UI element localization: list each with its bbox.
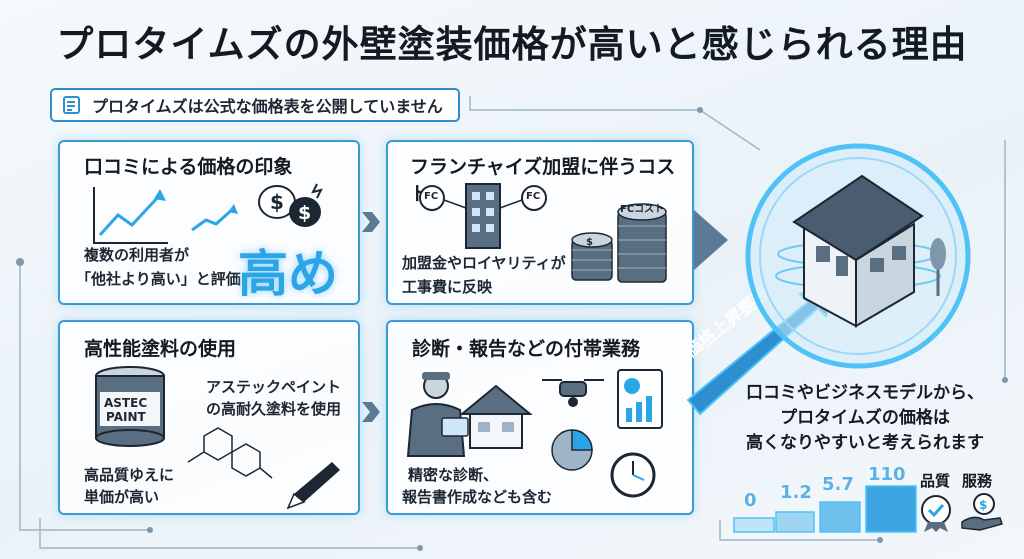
panel-franchise: フランチャイズ加盟に伴うコスト FC FC $ FCコスト 加盟金やロイヤリティ…	[386, 140, 694, 305]
house-icon	[459, 384, 533, 449]
money-speech-icon: $ $	[258, 183, 323, 227]
bar-label-3: 5.7	[822, 474, 854, 495]
panel-paint-text4: 単価が高い	[84, 488, 160, 506]
arrow-right-icon-2	[362, 402, 380, 422]
notice-banner: プロタイムズは公式な価格表を公開していません	[50, 88, 460, 122]
bar-label-1: 0	[744, 490, 757, 511]
inspector-icon	[406, 372, 469, 457]
summary-text: 口コミやビジネスモデルから、 プロタイムズの価格は 高くなりやすいと考えられます	[725, 381, 1005, 456]
pie-chart-icon	[551, 429, 593, 471]
panel-diagnosis-title: 診断・報告などの付帯業務	[412, 338, 641, 360]
bar-block-3	[819, 501, 861, 533]
paint-can-icon	[95, 366, 165, 447]
molecule-icon	[187, 427, 273, 479]
svg-text:$: $	[979, 498, 987, 512]
panel-reviews: 口コミによる価格の印象 $ $ 複数の利用者が 「他社より高い」と評価 高め	[58, 140, 360, 305]
summary-line-2: プロタイムズの価格は	[780, 408, 950, 428]
svg-text:$: $	[586, 237, 593, 248]
franchise-network-icon	[419, 183, 547, 249]
panel-paint: 高性能塗料の使用 ASTEC PAINT アステックペイント の高耐久塗料を使用…	[58, 320, 360, 515]
panel-paint-title: 高性能塗料の使用	[84, 338, 237, 360]
panel-reviews-title: 口コミによる価格の印象	[84, 156, 293, 178]
panel-franchise-text1: 加盟金やロイヤリティが	[402, 254, 566, 272]
report-icon	[617, 369, 663, 429]
brush-icon	[286, 462, 340, 510]
panel-paint-text3: 高品質ゆえに	[84, 466, 175, 484]
bar-block-4	[865, 485, 917, 533]
panel-paint-text2: の高耐久塗料を使用	[206, 400, 342, 418]
panel-diagnosis: 診断・報告などの付帯業務 精密な診断、 報告書作成なども含む	[386, 320, 694, 515]
fc-left-label: FC	[424, 191, 439, 202]
service-label: 服務	[962, 472, 993, 490]
notice-text: プロタイムズは公式な価格表を公開していません	[92, 97, 443, 116]
price-impression-label: 高め	[238, 245, 338, 303]
summary-line-3: 高くなりやすいと考えられます	[746, 433, 984, 453]
fc-cost-label: FCコスト	[620, 204, 665, 215]
paint-can-label-1: ASTEC	[104, 396, 148, 410]
bar-label-2: 1.2	[780, 482, 812, 503]
svg-text:$: $	[298, 202, 311, 224]
bar-label-4: 110	[868, 464, 906, 485]
quality-label: 品質	[920, 472, 951, 490]
bar-block-2	[775, 511, 815, 533]
summary-line-1: 口コミやビジネスモデルから、	[746, 383, 984, 403]
fc-right-label: FC	[526, 191, 541, 202]
arrow-right-icon-1	[362, 212, 380, 232]
drone-icon	[542, 379, 604, 407]
service-hand-icon: $	[961, 493, 1003, 531]
clock-icon	[610, 452, 656, 498]
panel-reviews-text2: 「他社より高い」と評価	[76, 270, 241, 288]
paint-can-label-2: PAINT	[106, 410, 146, 424]
quality-badge-icon	[921, 495, 951, 532]
panel-diagnosis-text1: 精密な診断、	[408, 466, 499, 484]
bar-block-1	[733, 517, 775, 533]
page-title: プロタイムズの外壁塗装価格が高いと感じられる理由	[56, 23, 968, 66]
small-trend-icon	[191, 204, 238, 232]
arrow-right-icon-3	[694, 210, 728, 270]
panel-paint-text1: アステックペイント	[206, 378, 342, 396]
svg-text:$: $	[270, 190, 284, 214]
trend-chart-icon	[93, 187, 168, 244]
coin-stack-icon: $	[571, 203, 667, 283]
panel-diagnosis-text2: 報告書作成なども含む	[402, 488, 553, 506]
panel-franchise-text2: 工事費に反映	[402, 278, 493, 296]
bar-blocks	[733, 485, 917, 533]
document-icon	[63, 96, 80, 114]
panel-reviews-text1: 複数の利用者が	[84, 246, 190, 264]
glow-house-icon	[745, 143, 971, 369]
